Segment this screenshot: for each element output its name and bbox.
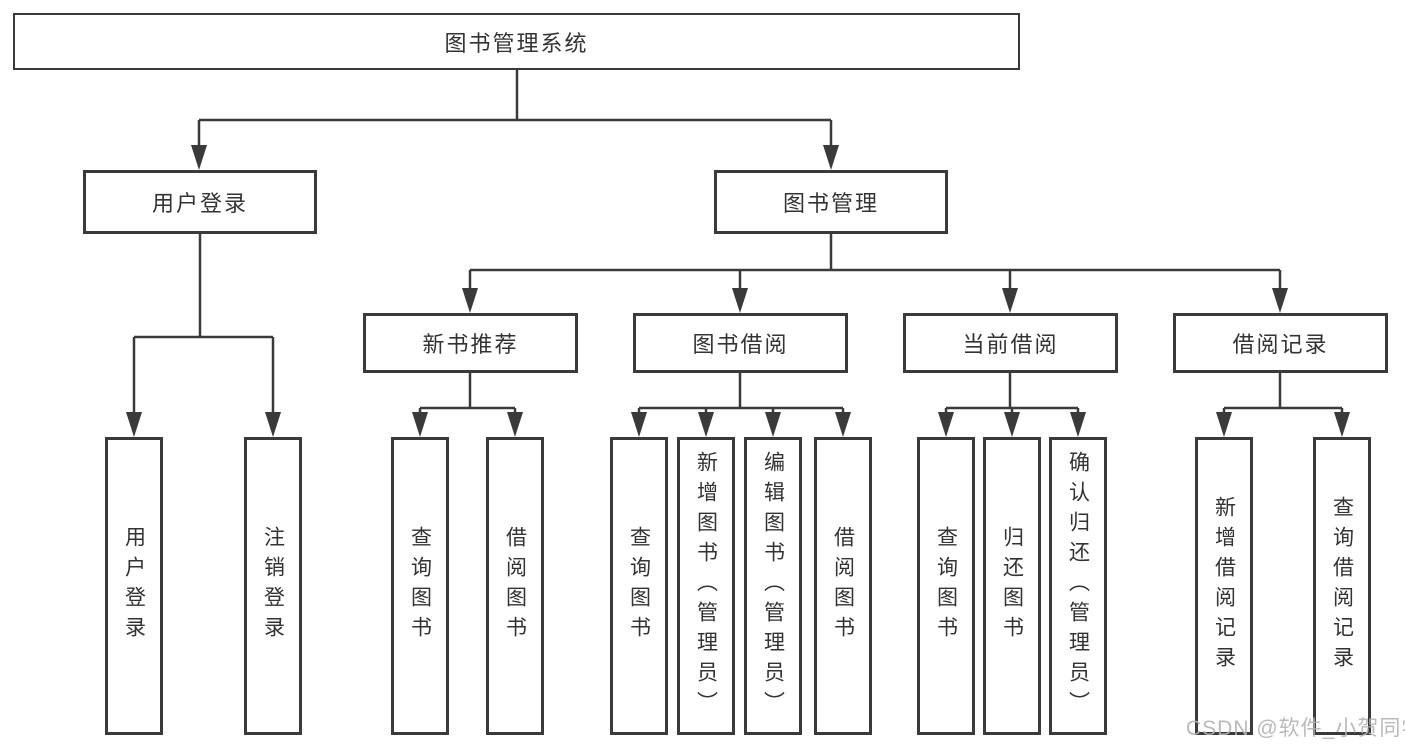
connector-root-branch [191, 70, 839, 170]
node-query-borrow-record: 查询借阅记录 [1313, 437, 1371, 735]
node-book-management-branch: 图书管理 [714, 170, 948, 234]
node-library-management-system: 图书管理系统 [13, 13, 1020, 70]
node-confirm-return-admin: 确认归还（管理员） [1049, 437, 1107, 735]
node-query-books-recommend: 查询图书 [391, 437, 449, 735]
connector-borrow-record-branch [1216, 373, 1350, 437]
node-current-borrow: 当前借阅 [903, 313, 1118, 373]
node-add-borrow-record: 新增借阅记录 [1195, 437, 1253, 735]
connector-book-management-branch [462, 234, 1288, 313]
connector-book-borrow-branch [631, 373, 851, 437]
node-logout: 注销登录 [244, 437, 302, 735]
node-book-borrow: 图书借阅 [633, 313, 848, 373]
node-add-book-admin: 新增图书（管理员） [677, 437, 735, 735]
node-user-login-branch: 用户登录 [83, 170, 317, 234]
node-new-book-recommend: 新书推荐 [363, 313, 578, 373]
node-return-book: 归还图书 [983, 437, 1041, 735]
connector-new-book-branch [412, 373, 523, 437]
node-query-books-borrow: 查询图书 [610, 437, 668, 735]
node-borrow-books: 借阅图书 [814, 437, 872, 735]
node-user-login: 用户登录 [105, 437, 163, 735]
node-borrow-books-recommend: 借阅图书 [486, 437, 544, 735]
node-borrow-records: 借阅记录 [1173, 313, 1388, 373]
node-edit-book-admin: 编辑图书（管理员） [744, 437, 802, 735]
connector-user-login-branch [126, 234, 281, 437]
connector-current-borrow-branch [938, 373, 1086, 437]
node-query-books-current: 查询图书 [917, 437, 975, 735]
